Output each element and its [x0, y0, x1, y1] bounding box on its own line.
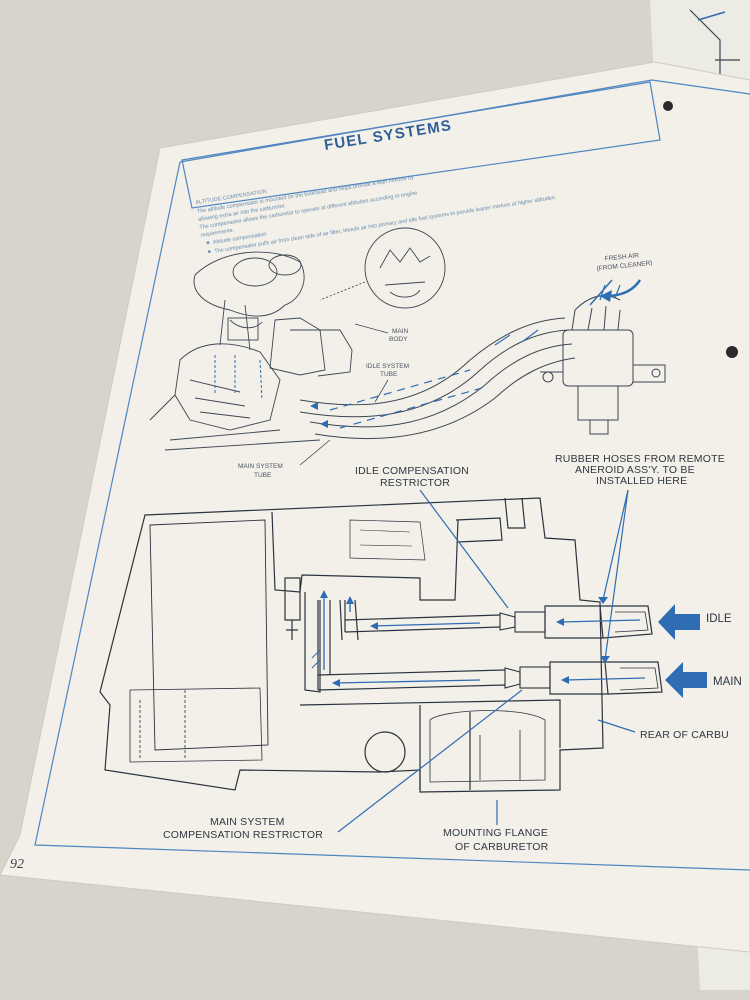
idle-system-tube-leader: [374, 379, 389, 403]
mounting-flange-label: MOUNTING FLANGE OF CARBURETOR: [443, 800, 549, 853]
main-comp-restrictor-leader: [337, 689, 523, 833]
main-passage: [311, 590, 663, 695]
main-comp-restrictor-line-1: MAIN SYSTEM: [210, 816, 285, 828]
bullet-dot-2: [207, 250, 211, 254]
idle-passage: [344, 596, 653, 639]
mounting-flange-line-2: OF CARBURETOR: [455, 841, 549, 853]
main-system-tube-label-line-1: MAIN SYSTEM: [238, 463, 283, 470]
main-system-tube-label-line-2: TUBE: [254, 472, 272, 479]
idle-comp-restrictor-leader: [419, 489, 509, 609]
idle-system-tube-label-line-1: IDLE SYSTEM: [366, 363, 409, 370]
main-inlet-arrow: [665, 662, 707, 698]
rear-label-leader: [597, 719, 636, 733]
page-number: 92: [10, 857, 24, 872]
main-system-tube-label: MAIN SYSTEM TUBE: [238, 439, 331, 479]
aneroid-assembly: [540, 279, 666, 435]
rubber-hoses-leader-main: [604, 489, 629, 661]
rubber-hoses-line-2: ANEROID ASS'Y. TO BE: [575, 464, 695, 476]
idle-comp-restrictor-line-1: IDLE COMPENSATION: [355, 465, 469, 477]
page-sheet: [0, 61, 750, 953]
rubber-hoses-line-3: INSTALLED HERE: [596, 475, 687, 487]
upper-engine-illustration: [149, 227, 446, 451]
main-body-label-line-2: BODY: [389, 336, 408, 343]
main-comp-restrictor-line-2: COMPENSATION RESTRICTOR: [163, 829, 323, 841]
idle-label: IDLE: [706, 613, 732, 625]
main-body-label: MAIN BODY: [354, 323, 409, 343]
page-frame-left-bottom: [34, 161, 750, 871]
idle-system-tube-label-line-2: TUBE: [380, 371, 398, 378]
rubber-hoses-arrowhead-main: [600, 656, 610, 663]
main-comp-restrictor-label: MAIN SYSTEM COMPENSATION RESTRICTOR: [163, 689, 523, 841]
rubber-hoses-line-1: RUBBER HOSES FROM REMOTE: [555, 453, 725, 465]
main-system-tube-leader: [299, 439, 331, 466]
binder-hole-mid: [726, 346, 738, 358]
main-label: MAIN: [713, 676, 742, 688]
title-band: [181, 81, 661, 209]
idle-comp-restrictor-label: IDLE COMPENSATION RESTRICTOR: [355, 465, 509, 609]
main-body-leader: [354, 323, 389, 334]
idle-system-tube-label: IDLE SYSTEM TUBE: [366, 363, 409, 403]
rubber-hoses-label: RUBBER HOSES FROM REMOTE ANEROID ASS'Y. …: [555, 453, 725, 663]
main-body-label-line-1: MAIN: [392, 328, 409, 335]
rear-of-carburetor-label: REAR OF CARBU: [597, 719, 729, 741]
compensation-tubes: [299, 317, 576, 440]
bullet-dot-1: [206, 241, 210, 245]
binder-hole-top: [663, 101, 673, 111]
mounting-flange-line-1: MOUNTING FLANGE: [443, 827, 548, 839]
fresh-air-arrowhead: [600, 290, 612, 302]
rubber-hoses-arrowhead-idle: [598, 597, 608, 604]
carburetor-cross-section: [99, 497, 604, 793]
rear-label-text: REAR OF CARBU: [640, 729, 729, 741]
fresh-air-label-line-1: FRESH AIR: [604, 252, 639, 263]
intro-line-4: requirements.: [200, 227, 235, 238]
idle-inlet-arrow: [658, 604, 700, 640]
rubber-hoses-leader-idle: [602, 489, 629, 601]
idle-comp-restrictor-line-2: RESTRICTOR: [380, 477, 450, 489]
